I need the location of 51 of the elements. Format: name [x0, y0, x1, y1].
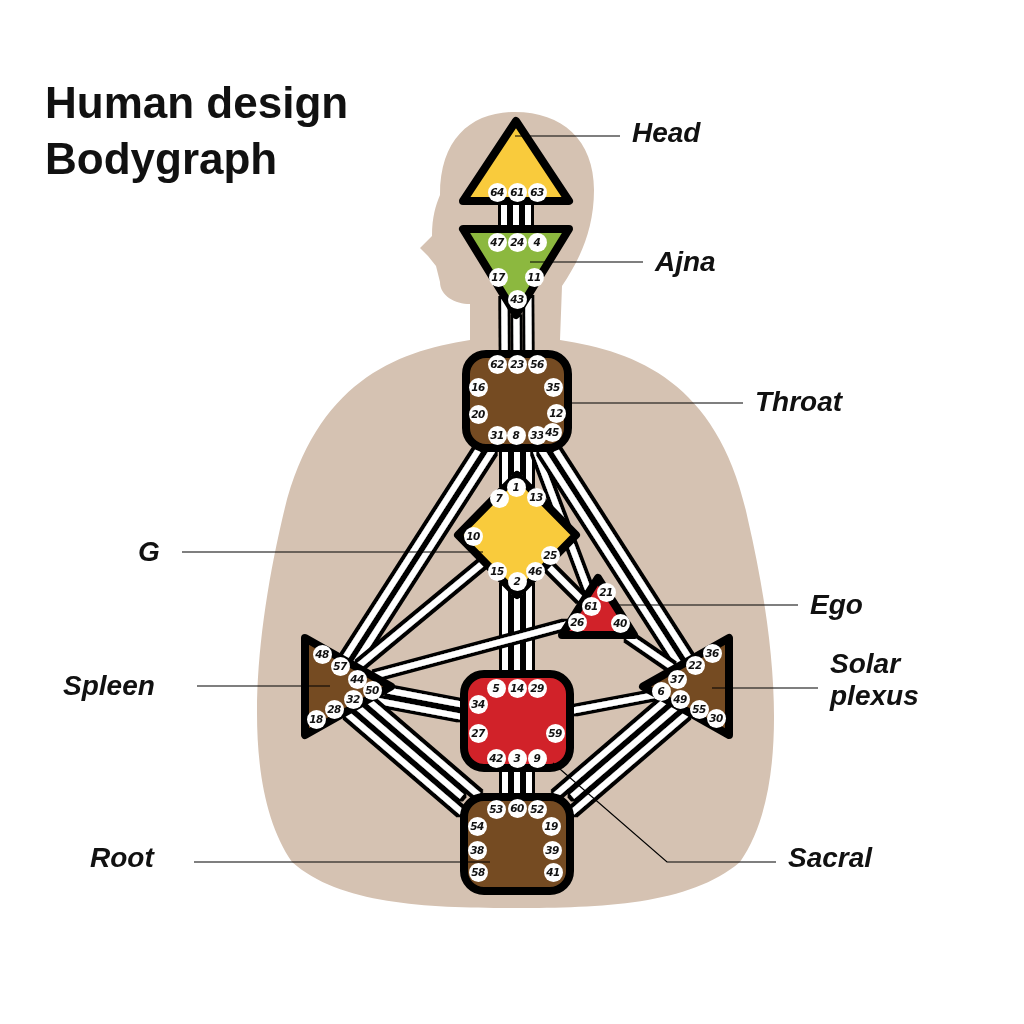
channel	[514, 771, 520, 794]
channel	[570, 705, 678, 799]
triangle-center	[458, 224, 574, 320]
channel	[526, 771, 532, 794]
channel	[526, 585, 532, 671]
channel	[502, 585, 508, 671]
channel	[357, 561, 485, 668]
leader-line	[514, 135, 621, 137]
leader-line	[529, 261, 644, 263]
channel	[342, 448, 481, 659]
leader-line	[193, 861, 491, 863]
title: Human design Bodygraph	[45, 77, 350, 185]
center-label: G	[138, 536, 178, 568]
triangle-center	[300, 633, 396, 740]
channel	[553, 448, 692, 659]
center-label: Throat	[755, 386, 895, 418]
triangle-center	[557, 573, 639, 640]
channel	[387, 687, 462, 708]
leader-line	[711, 687, 819, 689]
channel	[502, 451, 508, 485]
leader-line	[181, 551, 484, 553]
center-label: Ego	[810, 589, 890, 621]
square-center	[459, 792, 575, 896]
channel	[572, 692, 655, 714]
square-center	[461, 349, 573, 453]
center-label: Solar plexus	[830, 648, 960, 712]
triangle-center	[458, 116, 574, 206]
channel	[553, 699, 667, 798]
leader-line	[196, 685, 331, 687]
diamond-center	[453, 470, 581, 600]
center-label: Spleen	[63, 670, 193, 702]
channel	[502, 771, 508, 794]
channel	[546, 564, 584, 602]
channel	[514, 451, 520, 472]
square-center	[459, 669, 575, 773]
center-label: Root	[90, 842, 190, 874]
channel	[514, 598, 520, 671]
channel	[513, 204, 519, 226]
triangle-center	[638, 633, 734, 740]
channel	[501, 204, 507, 226]
channel	[525, 298, 532, 352]
channel	[525, 204, 531, 226]
leader-line	[552, 762, 777, 863]
channel	[570, 711, 689, 815]
channel	[356, 705, 464, 799]
channel	[345, 711, 464, 815]
center-label: Head	[632, 117, 732, 149]
channel	[513, 317, 520, 352]
channel	[526, 451, 532, 485]
center-label: Ajna	[655, 246, 755, 278]
center-label: Sacral	[788, 842, 918, 874]
